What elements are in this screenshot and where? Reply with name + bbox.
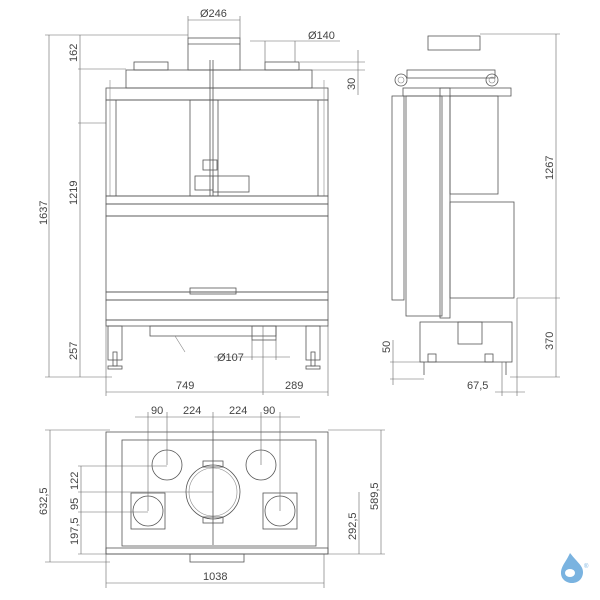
dim-top-224-right: 224 (229, 405, 247, 417)
dim-side-height-370: 370 (544, 332, 556, 350)
dim-top-right-292-5: 292,5 (347, 512, 359, 540)
dim-air-diameter: Ø140 (308, 30, 335, 42)
dim-top-bottom-1038: 1038 (203, 571, 227, 583)
front-view: Ø246 Ø140 30 1637 162 1219 257 749 289 Ø… (38, 8, 365, 396)
dim-total-height: 1637 (38, 201, 50, 225)
dim-leg-height: 257 (68, 342, 80, 360)
dim-top-left-95: 95 (69, 498, 81, 510)
dim-body-height: 1219 (68, 181, 80, 205)
dim-top-left-632-5: 632,5 (38, 487, 50, 515)
air-collar-left (133, 61, 169, 71)
air-collar-right (264, 61, 300, 71)
dim-top-224-left: 224 (183, 405, 201, 417)
logo-registered-mark: ® (584, 563, 589, 570)
dim-top-90-right: 90 (263, 405, 275, 417)
dim-side-height-1267: 1267 (544, 156, 556, 180)
water-drop-logo-icon: ® (561, 553, 589, 583)
dim-top-right-589-5: 589,5 (369, 482, 381, 510)
dim-width-right: 289 (285, 380, 303, 392)
flue-collar (187, 37, 241, 71)
dim-top-90-left: 90 (151, 405, 163, 417)
side-view: 1267 370 50 67,5 (381, 33, 560, 396)
dim-collar-offset: 30 (346, 78, 358, 90)
dim-flue-diameter: Ø246 (200, 8, 227, 20)
dim-top-left-122: 122 (69, 472, 81, 490)
top-view: 90 224 224 90 632,5 122 95 197,5 589,5 2… (38, 405, 385, 588)
dim-top-left-197-5: 197,5 (69, 517, 81, 545)
dim-width-left: 749 (176, 380, 194, 392)
dim-top-offset: 162 (68, 44, 80, 62)
dim-side-foot-50: 50 (381, 341, 393, 353)
dim-side-depth-67-5: 67,5 (467, 380, 488, 392)
dim-bottom-air-diameter: Ø107 (217, 352, 244, 364)
